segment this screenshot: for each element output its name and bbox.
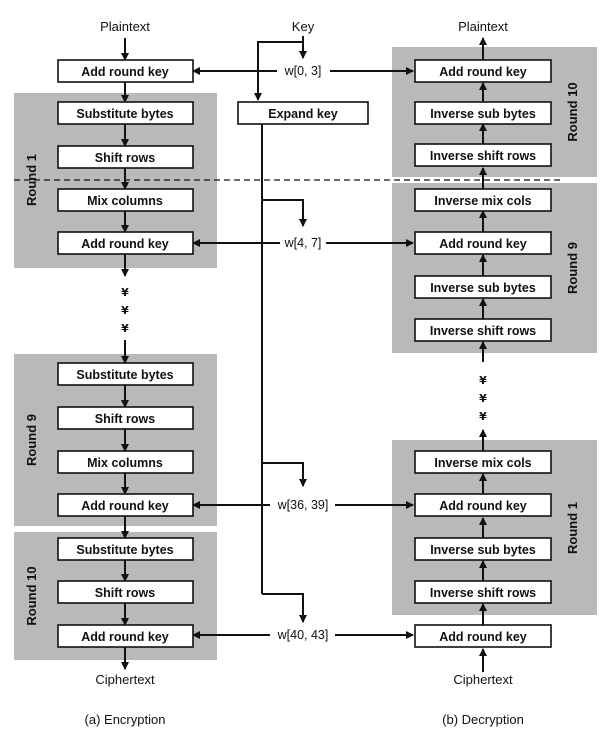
enc-r10-shift-rows: Shift rows	[57, 580, 194, 604]
enc-plaintext-label: Plaintext	[100, 19, 150, 34]
enc-initial-add-round-key: Add round key	[57, 59, 194, 83]
dec-r1-add-round-key: Add round key	[414, 493, 552, 517]
dec-r9-inverse-sub-bytes-text: Inverse sub bytes	[430, 281, 536, 295]
enc-r10-substitute-bytes: Substitute bytes	[57, 537, 194, 561]
enc-r9-add-round-key: Add round key	[57, 493, 194, 517]
enc-r1-mix-columns: Mix columns	[57, 188, 194, 212]
enc-r1-add-round-key-text: Add round key	[81, 237, 169, 251]
dec-r10-inverse-sub-bytes-text: Inverse sub bytes	[430, 107, 536, 121]
enc-round9-label: Round 9	[24, 414, 39, 466]
dec-r9-inverse-shift-rows: Inverse shift rows	[414, 318, 552, 342]
enc-dots-3: ¥	[121, 322, 129, 335]
dec-r1-inverse-sub-bytes-text: Inverse sub bytes	[430, 543, 536, 557]
enc-r1-mix-columns-text: Mix columns	[87, 194, 163, 208]
enc-r9-substitute-bytes: Substitute bytes	[57, 362, 194, 386]
enc-round10-label: Round 10	[24, 566, 39, 625]
dec-plaintext-label: Plaintext	[458, 19, 508, 34]
key-word-4-7: w[4, 7]	[284, 236, 322, 250]
dec-dots-3: ¥	[479, 410, 487, 423]
enc-round1-label: Round 1	[24, 154, 39, 206]
enc-r1-substitute-bytes: Substitute bytes	[57, 101, 194, 125]
enc-r9-substitute-bytes-text: Substitute bytes	[76, 368, 173, 382]
enc-r10-substitute-bytes-text: Substitute bytes	[76, 543, 173, 557]
dec-round10-label: Round 10	[565, 82, 580, 141]
enc-r10-shift-rows-text: Shift rows	[95, 586, 155, 600]
enc-r1-substitute-bytes-text: Substitute bytes	[76, 107, 173, 121]
key-word-40-43: w[40, 43]	[277, 628, 329, 642]
dec-r9-inverse-mix-cols-text: Inverse mix cols	[434, 194, 531, 208]
enc-r9-add-round-key-text: Add round key	[81, 499, 169, 513]
enc-dots-2: ¥	[121, 304, 129, 317]
dec-r9-inverse-mix-cols: Inverse mix cols	[414, 188, 552, 212]
key-label: Key	[292, 19, 315, 34]
key-word-36-39: w[36, 39]	[277, 498, 329, 512]
dec-caption: (b) Decryption	[442, 712, 524, 727]
enc-dots-1: ¥	[121, 286, 129, 299]
dec-initial-add-round-key: Add round key	[414, 624, 552, 648]
dec-dots-1: ¥	[479, 374, 487, 387]
dec-round1-label: Round 1	[565, 502, 580, 554]
expand-key-box: Expand key	[237, 101, 369, 125]
dec-r10-add-round-key: Add round key	[414, 59, 552, 83]
enc-r9-mix-columns: Mix columns	[57, 450, 194, 474]
enc-r1-shift-rows: Shift rows	[57, 145, 194, 169]
enc-initial-add-round-key-text: Add round key	[81, 65, 169, 79]
dec-r10-inverse-sub-bytes: Inverse sub bytes	[414, 101, 552, 125]
dec-dots-2: ¥	[479, 392, 487, 405]
enc-r9-shift-rows-text: Shift rows	[95, 412, 155, 426]
enc-r1-add-round-key: Add round key	[57, 231, 194, 255]
enc-r9-shift-rows: Shift rows	[57, 406, 194, 430]
dec-round9-label: Round 9	[565, 242, 580, 294]
enc-ciphertext-label: Ciphertext	[95, 672, 155, 687]
dec-initial-add-round-key-text: Add round key	[439, 630, 527, 644]
dec-r10-inverse-shift-rows: Inverse shift rows	[414, 143, 552, 167]
key-word-0-3: w[0, 3]	[284, 64, 322, 78]
dec-r10-inverse-shift-rows-text: Inverse shift rows	[430, 149, 536, 163]
dec-r1-inverse-shift-rows-text: Inverse shift rows	[430, 586, 536, 600]
enc-r10-add-round-key-text: Add round key	[81, 630, 169, 644]
enc-r9-mix-columns-text: Mix columns	[87, 456, 163, 470]
dec-r9-inverse-shift-rows-text: Inverse shift rows	[430, 324, 536, 338]
dec-r9-add-round-key: Add round key	[414, 231, 552, 255]
dec-r1-add-round-key-text: Add round key	[439, 499, 527, 513]
dec-r1-inverse-sub-bytes: Inverse sub bytes	[414, 537, 552, 561]
dec-r9-inverse-sub-bytes: Inverse sub bytes	[414, 275, 552, 299]
enc-r1-shift-rows-text: Shift rows	[95, 151, 155, 165]
enc-r10-add-round-key: Add round key	[57, 624, 194, 648]
dec-r1-inverse-shift-rows: Inverse shift rows	[414, 580, 552, 604]
dec-r1-inverse-mix-cols-text: Inverse mix cols	[434, 456, 531, 470]
dec-ciphertext-label: Ciphertext	[453, 672, 513, 687]
expand-key-text: Expand key	[268, 107, 338, 121]
enc-caption: (a) Encryption	[85, 712, 166, 727]
dec-r9-add-round-key-text: Add round key	[439, 237, 527, 251]
key-flow-lines	[192, 36, 414, 639]
dec-r1-inverse-mix-cols: Inverse mix cols	[414, 450, 552, 474]
dec-r10-add-round-key-text: Add round key	[439, 65, 527, 79]
